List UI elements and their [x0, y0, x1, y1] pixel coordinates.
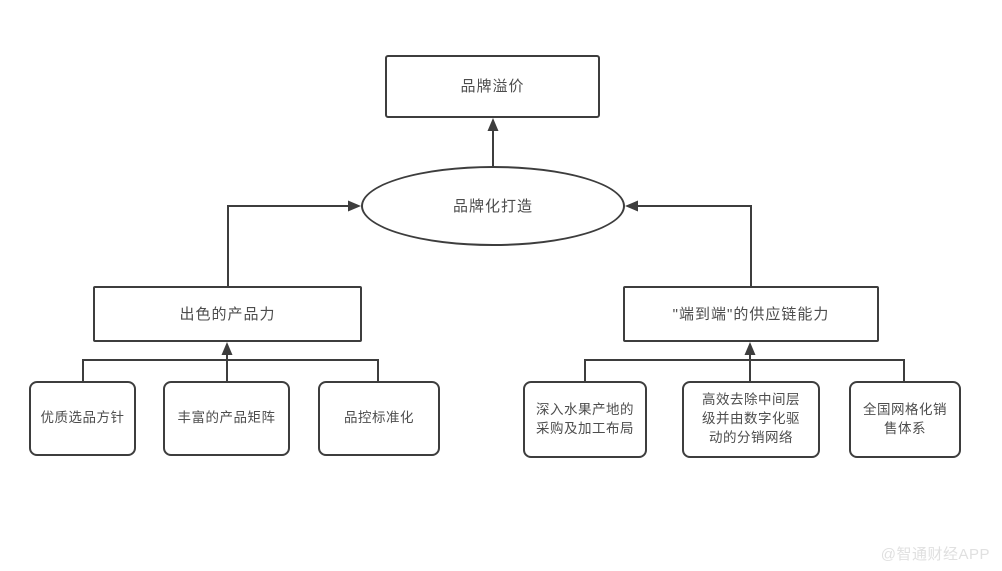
node-label: 丰富的产品矩阵	[177, 410, 276, 426]
node-brand-premium: 品牌溢价	[385, 55, 600, 118]
node-quality-standardization: 品控标准化	[318, 381, 440, 456]
node-branding-hub: 品牌化打造	[361, 166, 625, 246]
arrow-right-icon	[348, 200, 361, 212]
node-label: 高效去除中间层 级并由数字化驱 动的分销网络	[702, 392, 800, 445]
node-label: 优质选品方针	[40, 410, 125, 426]
node-procurement-processing: 深入水果产地的 采购及加工布局	[523, 381, 647, 458]
node-product-power: 出色的产品力	[93, 286, 362, 342]
node-supply-chain: "端到端"的供应链能力	[623, 286, 879, 342]
node-product-matrix: 丰富的产品矩阵	[163, 381, 290, 456]
connector-left-bus	[82, 359, 379, 381]
node-product-selection: 优质选品方针	[29, 381, 136, 456]
node-label: 深入水果产地的 采购及加工布局	[536, 401, 634, 436]
arrow-left-icon	[625, 200, 638, 212]
node-label: 出色的产品力	[179, 305, 276, 323]
arrow-up-icon	[744, 342, 756, 355]
node-label: 品控标准化	[344, 410, 414, 426]
connector-left-branch-to-hub	[227, 205, 349, 286]
arrow-up-icon	[221, 342, 233, 355]
watermark: @智通财经APP	[880, 546, 990, 563]
connector-right-bus	[584, 359, 905, 381]
node-label: "端到端"的供应链能力	[672, 305, 830, 323]
node-distribution-network: 高效去除中间层 级并由数字化驱 动的分销网络	[682, 381, 820, 458]
node-sales-system: 全国网格化销 售体系	[849, 381, 961, 458]
connector-right-branch-to-hub	[637, 205, 752, 286]
node-label: 品牌溢价	[460, 78, 525, 95]
arrow-up-icon	[487, 118, 499, 131]
node-label: 全国网格化销 售体系	[863, 401, 947, 436]
node-label: 品牌化打造	[452, 197, 533, 215]
